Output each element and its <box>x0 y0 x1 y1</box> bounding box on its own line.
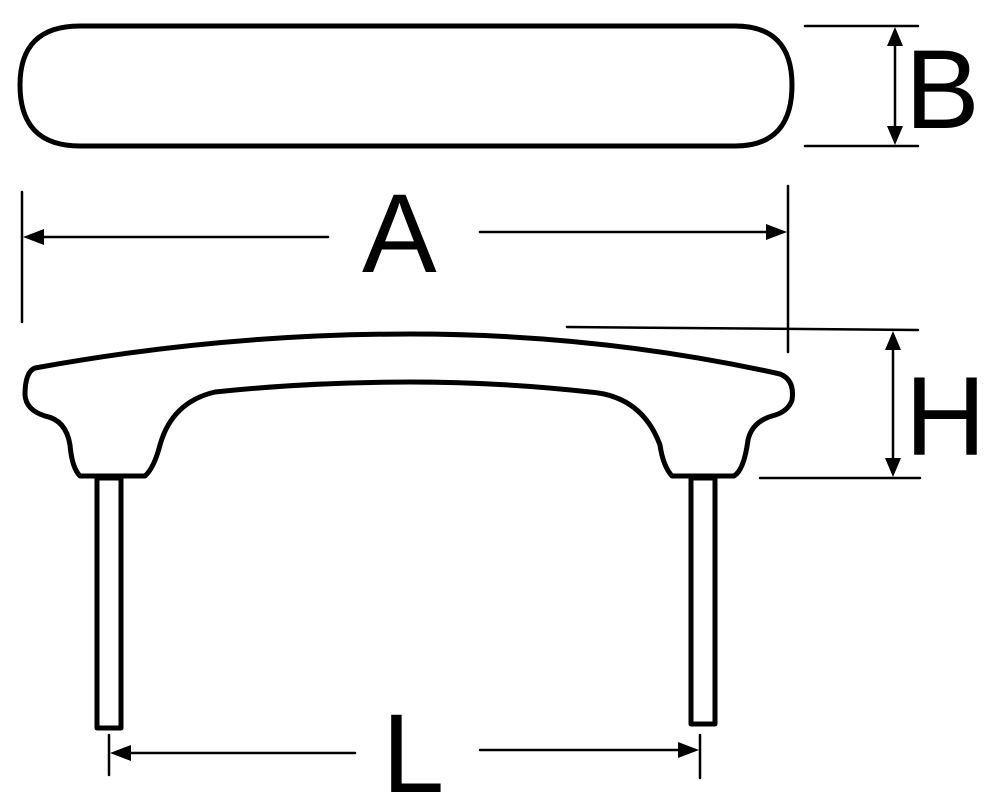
handle-side-view <box>22 331 795 479</box>
left-leg <box>94 475 124 731</box>
dimension-l-arrow-left <box>110 745 131 761</box>
dimension-h-arrow-bottom <box>885 458 901 477</box>
dimension-h-arrow-top <box>885 331 901 350</box>
dimension-l-arrow-right <box>678 742 699 758</box>
dimension-b-arrow-top <box>887 27 903 46</box>
dimension-b-label: B <box>905 27 980 152</box>
dimension-a-arrow-right <box>766 224 787 240</box>
dimension-h-label: H <box>905 354 986 479</box>
dimension-h: H <box>565 325 986 480</box>
dimension-l-label: L <box>382 691 444 801</box>
handle-top-view <box>17 23 795 149</box>
dimension-b: B <box>803 24 980 152</box>
dimension-a-label: A <box>362 171 437 296</box>
dimension-a-arrow-left <box>23 229 44 245</box>
dimension-l: L <box>107 691 702 801</box>
dimension-a: A <box>20 171 790 354</box>
dimension-b-arrow-bottom <box>887 126 903 145</box>
right-leg <box>688 475 718 727</box>
